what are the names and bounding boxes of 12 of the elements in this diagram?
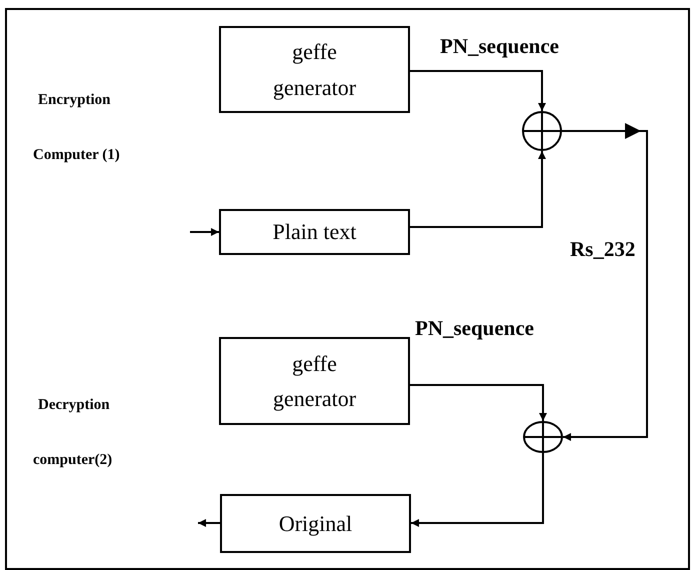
side-label: computer(2) <box>33 452 112 469</box>
side-label: Computer (1) <box>33 147 120 164</box>
process-box <box>219 209 410 255</box>
process-box <box>219 26 410 113</box>
box-text: Plain text <box>272 218 356 246</box>
side-label: Encryption <box>38 92 111 109</box>
side-label: Decryption <box>38 397 110 414</box>
box-text: geffe generator <box>272 350 358 413</box>
box-text: Original <box>278 510 352 538</box>
process-box <box>220 494 411 553</box>
process-box <box>219 337 410 425</box>
box-text: geffe generator <box>272 38 358 102</box>
